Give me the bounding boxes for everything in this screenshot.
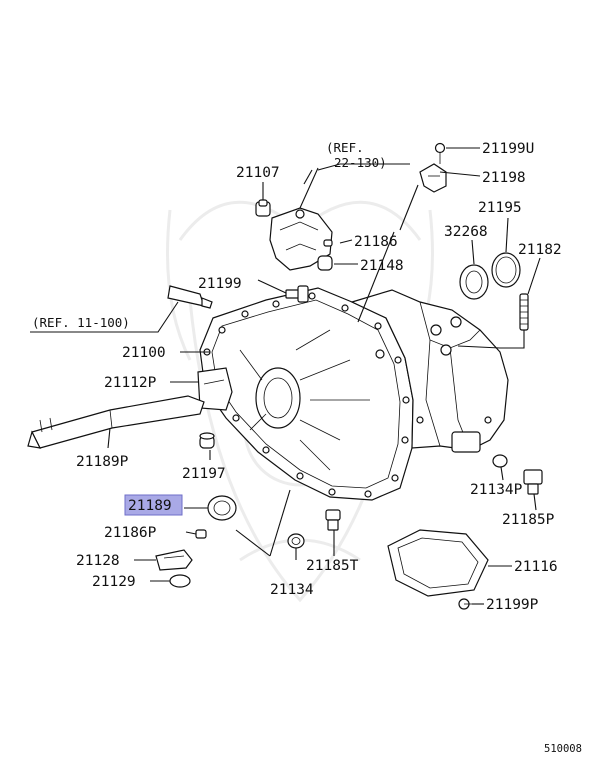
stud-21182-drawing bbox=[519, 293, 529, 331]
guide-21189p-drawing bbox=[27, 395, 205, 449]
ref-22-130-line2[interactable]: 22-130) bbox=[334, 155, 387, 170]
label-21134p[interactable]: 21134P bbox=[470, 482, 523, 498]
shift-cover-drawing bbox=[255, 199, 333, 271]
label-21134[interactable]: 21134 bbox=[270, 582, 314, 598]
pin-21186p-drawing bbox=[195, 529, 207, 539]
seal-32268-drawing bbox=[459, 264, 489, 300]
ring-21195-drawing bbox=[491, 252, 521, 288]
bolt-21199p-drawing bbox=[458, 598, 472, 610]
label-21107[interactable]: 21107 bbox=[236, 165, 280, 181]
label-32268[interactable]: 32268 bbox=[444, 224, 488, 240]
label-21195[interactable]: 21195 bbox=[478, 200, 522, 216]
washer-21134p-drawing bbox=[492, 454, 508, 468]
seal-21189-drawing bbox=[207, 495, 237, 521]
bolt-21199-drawing bbox=[285, 285, 309, 303]
leader-lines bbox=[30, 147, 541, 605]
bracket-21198-drawing bbox=[419, 142, 447, 193]
label-21189[interactable]: 21189 bbox=[128, 498, 172, 514]
transaxle-case-drawing bbox=[199, 287, 509, 501]
label-21182[interactable]: 21182 bbox=[518, 242, 562, 258]
part-labels: 21199U 21198 21107 (REF. 22-130) 21195 3… bbox=[32, 140, 582, 755]
sealant-tube-drawing bbox=[167, 285, 213, 309]
label-21112p[interactable]: 21112P bbox=[104, 375, 157, 391]
label-21186[interactable]: 21186 bbox=[354, 234, 398, 250]
bush-21197-drawing bbox=[199, 432, 215, 449]
ref-11-100[interactable]: (REF. 11-100) bbox=[32, 315, 130, 330]
label-21129[interactable]: 21129 bbox=[92, 574, 136, 590]
sleeve-21148-drawing bbox=[317, 255, 333, 271]
label-21199[interactable]: 21199 bbox=[198, 276, 242, 292]
pan-gasket-21116-drawing bbox=[387, 529, 489, 597]
footer-code: 510008 bbox=[544, 743, 582, 755]
bracket-21128-drawing bbox=[155, 549, 193, 571]
label-21185t[interactable]: 21185T bbox=[306, 558, 359, 574]
label-21198[interactable]: 21198 bbox=[482, 170, 526, 186]
label-21199u[interactable]: 21199U bbox=[482, 141, 534, 157]
label-21100[interactable]: 21100 bbox=[122, 345, 166, 361]
label-21148[interactable]: 21148 bbox=[360, 258, 404, 274]
pin-21186-drawing bbox=[323, 239, 333, 247]
plug-21185t-drawing bbox=[325, 509, 341, 531]
plug-21185p-drawing bbox=[523, 469, 543, 495]
ref-22-130-line1[interactable]: (REF. bbox=[326, 140, 364, 155]
label-21128[interactable]: 21128 bbox=[76, 553, 120, 569]
label-21189p[interactable]: 21189P bbox=[76, 454, 129, 470]
label-21186p[interactable]: 21186P bbox=[104, 525, 157, 541]
highlight-21189 bbox=[124, 494, 183, 516]
gasket-21134-drawing bbox=[287, 533, 305, 549]
label-21116[interactable]: 21116 bbox=[514, 559, 558, 575]
ref-22-130-arrow bbox=[303, 163, 410, 185]
cap-21129-drawing bbox=[169, 574, 191, 588]
label-21197[interactable]: 21197 bbox=[182, 466, 226, 482]
label-21199p[interactable]: 21199P bbox=[486, 597, 539, 613]
label-21185p[interactable]: 21185P bbox=[502, 512, 555, 528]
